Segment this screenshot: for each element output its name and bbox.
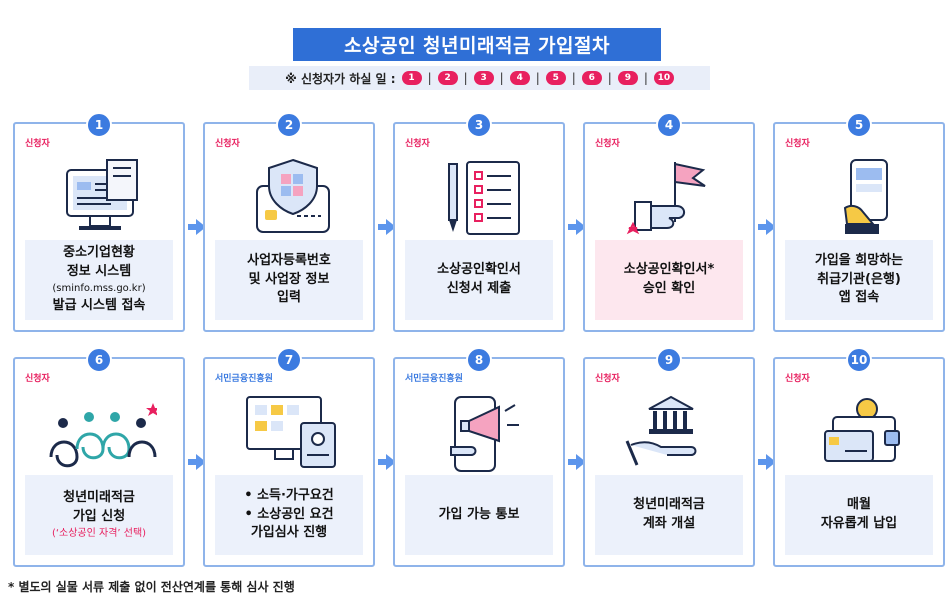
step-role-label: 신청자: [405, 139, 430, 149]
applicant-tasks-legend: ※ 신청자가 하실 일 : 1| 2| 3| 4| 5| 6| 9| 10: [249, 66, 710, 90]
step-card-5: 5 신청자 가입을 희망하는 취급기관(은행) 앱 접속: [773, 112, 945, 332]
flow-arrow-icon: [568, 454, 586, 470]
step-role-label: 신청자: [215, 139, 240, 149]
step-number-badge: 2: [276, 112, 302, 138]
legend-label: ※ 신청자가 하실 일 :: [285, 71, 396, 86]
footnote: * 별도의 실물 서류 제출 없이 전산연계를 통해 심사 진행: [8, 580, 295, 594]
step-description: 매월 자유롭게 납입: [785, 475, 933, 555]
phone-megaphone-icon: [450, 396, 519, 472]
step-role-label: 서민금융진흥원: [405, 374, 463, 384]
step-number-badge: 6: [86, 347, 112, 373]
shield-card-icon: [256, 158, 330, 233]
flow-arrow-icon: [758, 219, 776, 235]
flow-arrow-icon: [378, 454, 396, 470]
step-role-label: 신청자: [25, 139, 50, 149]
legend-step-badge: 1: [401, 71, 422, 85]
step-role-label: 신청자: [595, 139, 620, 149]
step-number-badge: 8: [466, 347, 492, 373]
people-group-icon: [49, 403, 157, 468]
step-description: 가입 가능 통보: [405, 475, 553, 555]
flow-arrow-icon: [188, 454, 206, 470]
step-number-badge: 4: [656, 112, 682, 138]
step-description: 중소기업현황 정보 시스템 (sminfo.mss.go.kr) 발급 시스템 …: [25, 240, 173, 320]
step-description: 소상공인확인서 신청서 제출: [405, 240, 553, 320]
step-card-9: 9 신청자 청년미래적금 계좌 개설: [583, 347, 755, 567]
step-card-2: 2 신청자 사업자등록번호 및 사업장 정보 입력: [203, 112, 375, 332]
step-number-badge: 9: [656, 347, 682, 373]
step-role-label: 신청자: [595, 374, 620, 384]
step-card-4: 4 신청자 소상공인확인서* 승인 확인: [583, 112, 755, 332]
step-card-10: 10 신청자 매월 자유롭게 납입: [773, 347, 945, 567]
step-card-3: 3 신청자 소상공인확인서 신청서 제출: [393, 112, 565, 332]
wallet-card-icon: [824, 398, 900, 462]
step-card-7: 7 서민금융진흥원 • 소득·가구요건 • 소상공인 요건 가입심사 진행: [203, 347, 375, 567]
step-description: 소상공인확인서* 승인 확인: [595, 240, 743, 320]
step-card-8: 8 서민금융진흥원 가입 가능 통보: [393, 347, 565, 567]
step-description: 청년미래적금 가입 신청 (‘소상공인 자격’ 선택): [25, 475, 173, 555]
flow-arrow-icon: [188, 219, 206, 235]
step-role-label: 신청자: [25, 374, 50, 384]
page-title: 소상공인 청년미래적금 가입절차: [293, 28, 661, 61]
step-card-6: 6 신청자 청년미래적금 가입 신청 (‘소상공인 자격’ 선택): [13, 347, 185, 567]
legend-step-badge: 3: [473, 71, 494, 85]
legend-step-badge: 6: [581, 71, 602, 85]
checklist-pen-icon: [448, 161, 520, 235]
legend-step-badge: 4: [509, 71, 530, 85]
step-description: 가입을 희망하는 취급기관(은행) 앱 접속: [785, 240, 933, 320]
legend-step-badge: 10: [653, 71, 674, 85]
monitor-review-icon: [246, 396, 336, 468]
step-description: 사업자등록번호 및 사업장 정보 입력: [215, 240, 363, 320]
legend-step-badge: 9: [617, 71, 638, 85]
step-role-label: 신청자: [785, 374, 810, 384]
step-description: • 소득·가구요건 • 소상공인 요건 가입심사 진행: [215, 475, 363, 555]
step-role-label: 서민금융진흥원: [215, 374, 273, 384]
step-number-badge: 7: [276, 347, 302, 373]
bank-hand-icon: [625, 395, 697, 466]
step-role-label: 신청자: [785, 139, 810, 149]
flow-arrow-icon: [568, 219, 586, 235]
step-number-badge: 5: [846, 112, 872, 138]
flow-arrow-icon: [758, 454, 776, 470]
step-card-1: 1 신청자 중소기업현황 정보 시스템 (sminfo.mss.go.kr) 발…: [13, 112, 185, 332]
hand-flag-icon: [626, 162, 706, 235]
flow-arrow-icon: [378, 219, 396, 235]
phone-hand-icon: [843, 159, 888, 234]
step-description: 청년미래적금 계좌 개설: [595, 475, 743, 555]
computer-document-icon: [66, 159, 138, 230]
step-number-badge: 3: [466, 112, 492, 138]
legend-step-badge: 5: [545, 71, 566, 85]
legend-step-badge: 2: [437, 71, 458, 85]
step-number-badge: 10: [846, 347, 872, 373]
step-number-badge: 1: [86, 112, 112, 138]
